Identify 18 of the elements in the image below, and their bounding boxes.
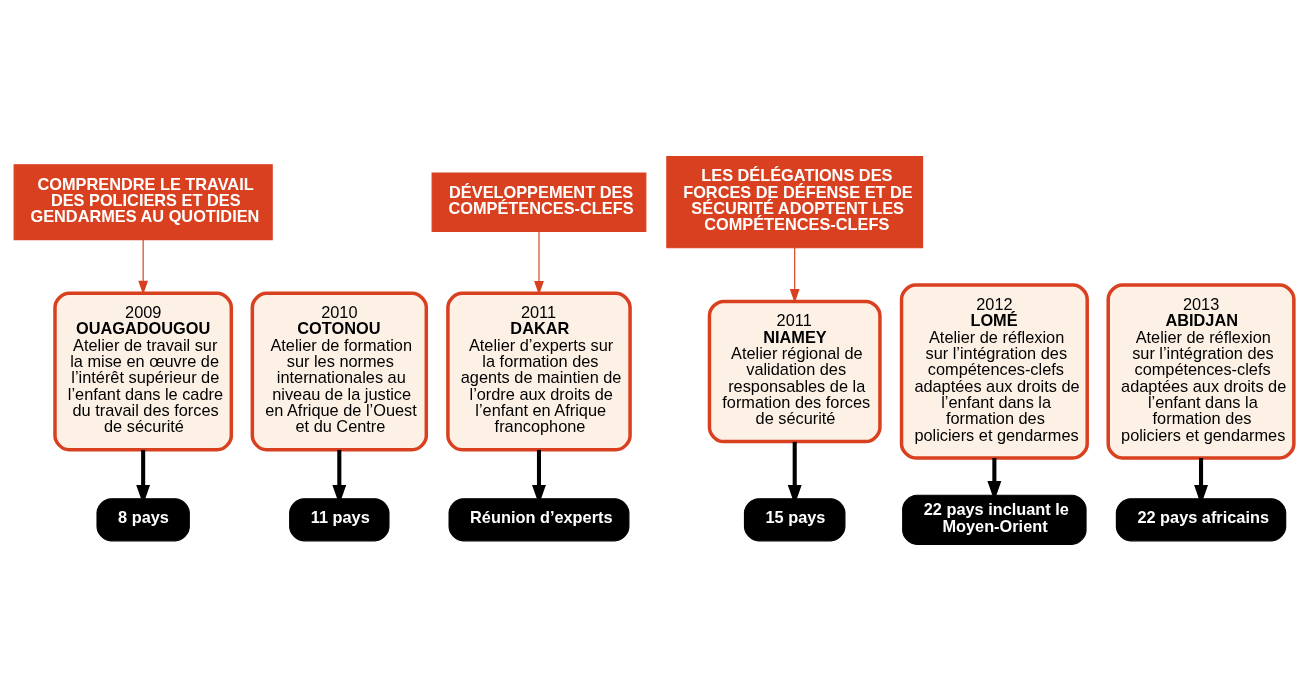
node-box: 2011 DAKAR Atelier d’experts sur la formation des agents de maintien de l’ordre aux droits de l’enfant en Afrique francophone: [446, 291, 632, 451]
node-box: DÉVELOPPEMENT DES COMPÉTENCES-CLEFS: [431, 171, 647, 232]
node-box: 2011 NIAMEY Atelier régional de validation des responsables de la formation des forces de sécurité: [707, 299, 882, 443]
node-box: COMPRENDRE LE TRAVAIL DES POLICIERS ET DES GENDARMES AU QUOTIDIEN: [13, 163, 273, 240]
node-box: 11 pays: [289, 497, 390, 541]
arrow: [138, 238, 149, 295]
node-box: 15 pays: [743, 497, 846, 541]
node-box: 2012 LOMÉ Atelier de réflexion sur l’intégration des compétences-clefs adaptées aux droits de l’enfant dans la formation des policiers et gendarmes: [899, 282, 1089, 460]
node-box: Réunion d’experts: [448, 497, 630, 541]
arrow: [789, 247, 800, 303]
node-box: 2010 COTONOU Atelier de formation sur les normes internationales au niveau de la justice en Afrique de l’Ouest et du Centre: [250, 291, 429, 451]
node-box: 8 pays: [96, 497, 190, 541]
node-box: 22 pays incluant le Moyen-Orient: [902, 494, 1087, 545]
node-box: LES DÉLÉGATIONS DES FORCES DE DÉFENSE ET DE SÉCURITÉ ADOPTENT LES COMPÉTENCES-CLEFS: [666, 155, 924, 248]
node-box: 22 pays africains: [1115, 497, 1287, 541]
node-box: 2009 OUAGADOUGOU Atelier de travail sur la mise en œuvre de l’intérêt supérieur de l’enfant dans le cadre du travail des forces de sécurité: [53, 291, 234, 451]
arrow: [534, 230, 544, 295]
node-box: 2013 ABIDJAN Atelier de réflexion sur l’intégration des compétences-clefs adaptées aux droits de l’enfant dans la formation des policiers et gendarmes: [1106, 282, 1296, 460]
